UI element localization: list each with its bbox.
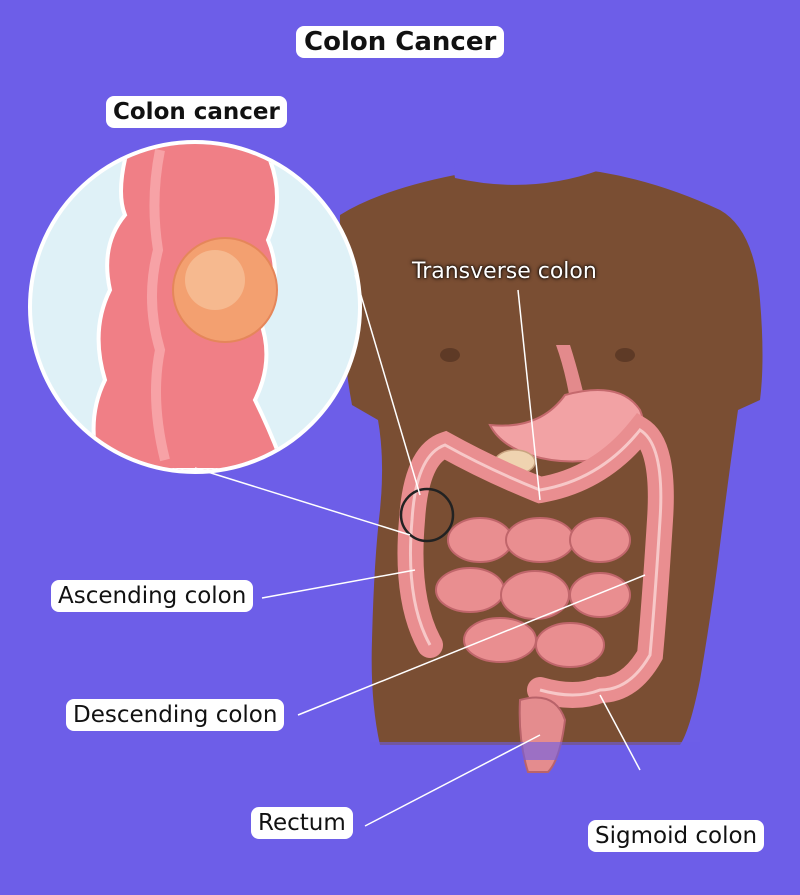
small-intestine — [435, 517, 631, 668]
right-nipple — [615, 348, 635, 362]
label-transverse-colon: Transverse colon — [412, 259, 597, 284]
esophagus — [556, 345, 585, 400]
highlight-ring — [399, 487, 455, 543]
callout-label: Colon cancer — [106, 96, 287, 128]
label-sigmoid-colon: Sigmoid colon — [588, 820, 765, 852]
label-ascending-colon: Ascending colon — [51, 580, 254, 612]
label-rectum: Rectum — [251, 807, 353, 839]
left-nipple — [440, 348, 460, 362]
stomach — [488, 389, 645, 463]
rectum — [518, 696, 567, 773]
magnifier-inset — [28, 140, 362, 474]
label-descending-colon: Descending colon — [66, 699, 285, 731]
diagram-title: Colon Cancer — [296, 26, 505, 58]
leader-lines — [194, 274, 646, 827]
